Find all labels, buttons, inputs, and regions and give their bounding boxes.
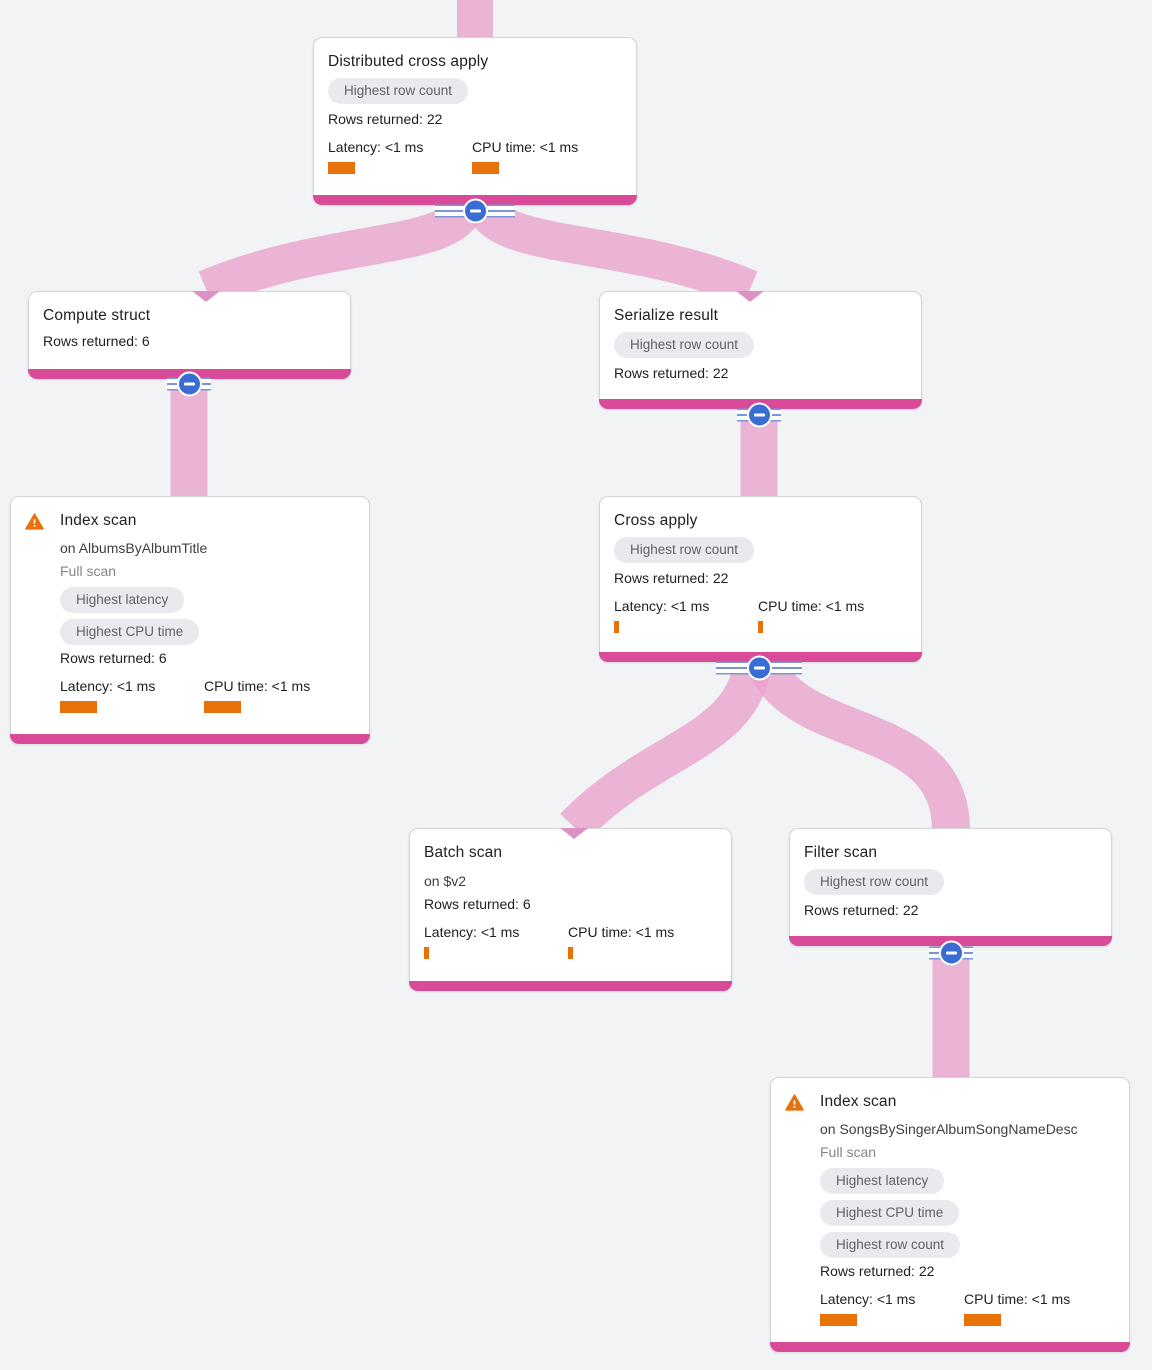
cpu-time-label: CPU time: <1 ms — [964, 1291, 1071, 1307]
badge-highest-row-count: Highest row count — [804, 869, 945, 895]
plan-node-serialize-result[interactable]: Serialize result Highest row count Rows … — [599, 291, 922, 409]
flow-arrow-icon — [560, 828, 588, 839]
latency-bar — [60, 701, 97, 713]
node-title: Filter scan — [804, 844, 878, 861]
latency-bar — [614, 621, 619, 633]
rows-returned: Rows returned: 22 — [614, 365, 729, 381]
flow-distributed-to-compute — [198, 196, 486, 307]
latency-label: Latency: <1 ms — [820, 1291, 916, 1307]
plan-node-cross-apply[interactable]: Cross apply Highest row count Rows retur… — [599, 496, 922, 662]
badge-highest-row-count: Highest row count — [820, 1232, 961, 1258]
rows-returned: Rows returned: 6 — [43, 333, 150, 349]
badge-highest-row-count: Highest row count — [614, 332, 755, 358]
badge-list: Highest latency Highest CPU time Highest… — [820, 1168, 1113, 1258]
minus-icon — [746, 655, 772, 681]
metrics-row: Latency: <1 ms CPU time: <1 ms — [328, 138, 620, 174]
collapse-button[interactable] — [167, 371, 211, 398]
badge-highest-latency: Highest latency — [820, 1168, 945, 1194]
flow-cross-to-filter — [747, 654, 970, 832]
collapse-button[interactable] — [435, 198, 515, 225]
node-title: Index scan — [820, 1093, 897, 1110]
cpu-time-bar — [964, 1314, 1001, 1326]
metrics-row: Latency: <1 ms CPU time: <1 ms — [820, 1290, 1113, 1326]
badge-highest-cpu-time: Highest CPU time — [820, 1200, 960, 1226]
node-footer-bar — [10, 734, 370, 744]
flow-distributed-to-serialize — [464, 195, 758, 307]
plan-node-distributed-cross-apply[interactable]: Distributed cross apply Highest row coun… — [313, 37, 637, 205]
latency-label: Latency: <1 ms — [424, 924, 520, 940]
badge-list: Highest row count — [614, 537, 905, 563]
flow-arrow-icon — [192, 291, 220, 302]
scan-target: on AlbumsByAlbumTitle — [60, 540, 208, 556]
badge-highest-latency: Highest latency — [60, 587, 185, 613]
collapse-button[interactable] — [737, 402, 781, 429]
warning-icon — [785, 1093, 804, 1111]
minus-icon — [462, 198, 488, 224]
cpu-time-label: CPU time: <1 ms — [204, 678, 311, 694]
latency-label: Latency: <1 ms — [328, 139, 424, 155]
latency-label: Latency: <1 ms — [60, 678, 156, 694]
node-title: Distributed cross apply — [328, 53, 489, 70]
minus-icon — [746, 402, 772, 428]
rows-returned: Rows returned: 22 — [804, 902, 919, 918]
rows-returned: Rows returned: 6 — [60, 650, 167, 666]
cpu-time-bar — [204, 701, 241, 713]
node-title: Index scan — [60, 512, 137, 529]
warning-icon — [25, 512, 44, 530]
badge-highest-row-count: Highest row count — [614, 537, 755, 563]
cpu-time-label: CPU time: <1 ms — [568, 924, 675, 940]
metrics-row: Latency: <1 ms CPU time: <1 ms — [60, 677, 353, 713]
rows-returned: Rows returned: 22 — [614, 570, 729, 586]
cpu-time-bar — [568, 947, 573, 959]
metrics-row: Latency: <1 ms CPU time: <1 ms — [424, 923, 715, 959]
flow-cross-to-batch — [560, 658, 772, 841]
badge-list: Highest row count — [614, 332, 905, 358]
latency-label: Latency: <1 ms — [614, 598, 710, 614]
latency-bar — [820, 1314, 857, 1326]
cpu-time-label: CPU time: <1 ms — [758, 598, 865, 614]
scan-target: on SongsBySingerAlbumSongNameDesc — [820, 1121, 1078, 1137]
minus-icon — [176, 371, 202, 397]
rows-returned: Rows returned: 22 — [328, 111, 443, 127]
node-title: Batch scan — [424, 844, 503, 861]
collapse-button[interactable] — [716, 655, 802, 682]
flow-arrow-icon — [736, 291, 764, 302]
plan-node-index-scan-songs[interactable]: Index scan on SongsBySingerAlbumSongName… — [770, 1077, 1130, 1352]
cpu-time-bar — [472, 162, 499, 174]
badge-highest-row-count: Highest row count — [328, 78, 469, 104]
badge-list: Highest latency Highest CPU time — [60, 587, 353, 645]
cpu-time-bar — [758, 621, 763, 633]
node-title: Compute struct — [43, 307, 151, 324]
badge-list: Highest row count — [804, 869, 1095, 895]
rows-returned: Rows returned: 22 — [820, 1263, 935, 1279]
metrics-row: Latency: <1 ms CPU time: <1 ms — [614, 597, 905, 633]
cpu-time-label: CPU time: <1 ms — [472, 139, 579, 155]
plan-node-index-scan-albums[interactable]: Index scan on AlbumsByAlbumTitle Full sc… — [10, 496, 370, 744]
node-title: Serialize result — [614, 307, 719, 324]
latency-bar — [328, 162, 355, 174]
scan-type: Full scan — [820, 1144, 877, 1160]
latency-bar — [424, 947, 429, 959]
scan-type: Full scan — [60, 563, 117, 579]
collapse-button[interactable] — [929, 940, 973, 967]
rows-returned: Rows returned: 6 — [424, 896, 531, 912]
badge-highest-cpu-time: Highest CPU time — [60, 619, 200, 645]
plan-node-batch-scan[interactable]: Batch scan on $v2 Rows returned: 6 Laten… — [409, 828, 732, 991]
node-title: Cross apply — [614, 512, 698, 529]
badge-list: Highest row count — [328, 78, 620, 104]
plan-node-filter-scan[interactable]: Filter scan Highest row count Rows retur… — [789, 828, 1112, 946]
scan-target: on $v2 — [424, 873, 467, 889]
node-footer-bar — [409, 981, 732, 991]
plan-node-compute-struct[interactable]: Compute struct Rows returned: 6 — [28, 291, 351, 379]
minus-icon — [938, 940, 964, 966]
node-footer-bar — [770, 1342, 1130, 1352]
